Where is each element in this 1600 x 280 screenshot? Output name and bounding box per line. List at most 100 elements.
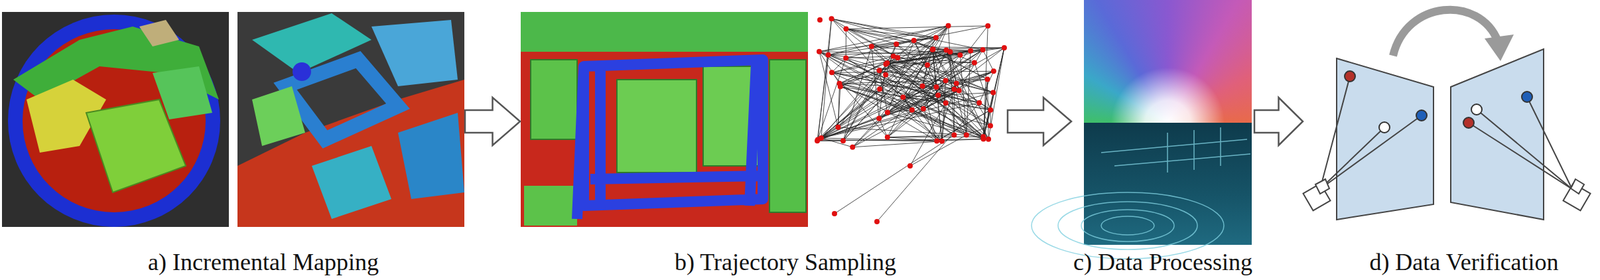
graph-edge (821, 97, 903, 138)
trajectory-building (530, 59, 578, 140)
graph-edge (821, 25, 949, 138)
camera-icon (1303, 179, 1331, 211)
trajectory-graph (814, 15, 1007, 225)
block-arrow (1007, 97, 1072, 146)
graph-vertex (930, 47, 936, 53)
graph-vertex (911, 37, 917, 44)
graph-vertex (953, 80, 960, 87)
map-ring (7, 14, 221, 227)
map-building (152, 66, 213, 120)
stage-caption: b) Trajectory Sampling (674, 248, 897, 276)
optical-flow-image (1083, 0, 1252, 123)
graph-edge (819, 51, 840, 84)
graph-edge (845, 56, 894, 59)
graph-edge (821, 137, 937, 141)
graph-vertex (985, 76, 991, 83)
graph-edge (966, 125, 991, 135)
graph-edge (821, 137, 853, 148)
graph-vertex (924, 62, 931, 68)
pipeline-stage: c) Data Processing (1071, 6, 1254, 276)
graph-edge (885, 74, 960, 91)
stage-caption: a) Incremental Mapping (147, 248, 379, 276)
graph-vertex (943, 78, 949, 84)
graph-vertex (951, 132, 957, 138)
map-building (371, 19, 458, 87)
graph-edge (834, 135, 954, 214)
graph-vertex (920, 106, 927, 112)
graph-edge (885, 47, 1004, 65)
camera-icon (1563, 179, 1591, 211)
graph-vertex (825, 52, 832, 58)
graph-edge (914, 25, 989, 41)
graph-vertex (930, 46, 936, 52)
graph-vertex (980, 47, 986, 53)
graph-edge (845, 29, 936, 38)
graph-edge (910, 102, 946, 166)
graph-vertex (874, 218, 880, 225)
graph-edge (817, 40, 915, 140)
graph-edge (979, 70, 994, 103)
trajectory-path (577, 59, 763, 219)
transfer-arc (1393, 9, 1498, 56)
graph-edge (852, 141, 942, 148)
graph-vertex (843, 26, 849, 32)
graph-vertex (836, 80, 842, 87)
trajectory-buildings (520, 11, 808, 52)
graph-edge (821, 18, 832, 138)
graph-edge (876, 102, 980, 222)
trajectory-ground (520, 11, 808, 227)
graph-edge (902, 49, 933, 97)
graph-vertex (900, 94, 906, 101)
graph-vertex (920, 83, 926, 89)
graph-vertex (956, 88, 962, 94)
graph-vertex (971, 59, 978, 66)
graph-vertex (991, 68, 997, 74)
graph-vertex (933, 35, 939, 41)
graph-edge (831, 18, 936, 38)
graph-edge (837, 83, 840, 128)
graph-edge (852, 90, 959, 148)
graph-vertex (957, 52, 963, 58)
graph-vertex (981, 136, 987, 142)
graph-edge (819, 37, 936, 52)
graph-edge (839, 50, 971, 83)
graph-edge (845, 29, 847, 59)
graph-edge (821, 102, 980, 138)
graph-vertex (985, 23, 991, 29)
graph-vertex (943, 100, 949, 106)
graph-edge (887, 47, 1005, 138)
graph-edge (956, 83, 989, 140)
graph-vertex (1001, 45, 1007, 51)
graph-vertex (831, 210, 838, 217)
graph-vertex (829, 15, 835, 22)
graph-vertex (884, 134, 891, 140)
graph-vertex (909, 107, 915, 113)
graph-vertex (907, 163, 913, 169)
graph-vertex (890, 53, 897, 60)
graph-edge (817, 18, 832, 140)
graph-edge (819, 51, 967, 136)
graph-edge (819, 51, 960, 56)
keypoints (1344, 70, 1533, 133)
graph-edge (845, 58, 924, 109)
graph-vertex (835, 124, 841, 131)
block-arrow (465, 97, 521, 146)
graph-vertex (987, 122, 994, 129)
graph-vertex (935, 92, 941, 98)
graph-edge (887, 49, 984, 138)
graph-edge (817, 50, 947, 140)
image-plane (1450, 49, 1544, 220)
trajectory-building (616, 79, 697, 173)
transfer-arc-head (1484, 34, 1514, 62)
graph-edge (910, 135, 967, 166)
graph-edge (821, 108, 924, 138)
map-building (311, 145, 392, 219)
graph-vertex (884, 110, 891, 116)
lidar-rings (1031, 127, 1251, 259)
graph-edge (839, 83, 937, 142)
graph-edge (831, 18, 984, 139)
graph-edge (831, 70, 994, 73)
graph-vertex (849, 144, 856, 150)
